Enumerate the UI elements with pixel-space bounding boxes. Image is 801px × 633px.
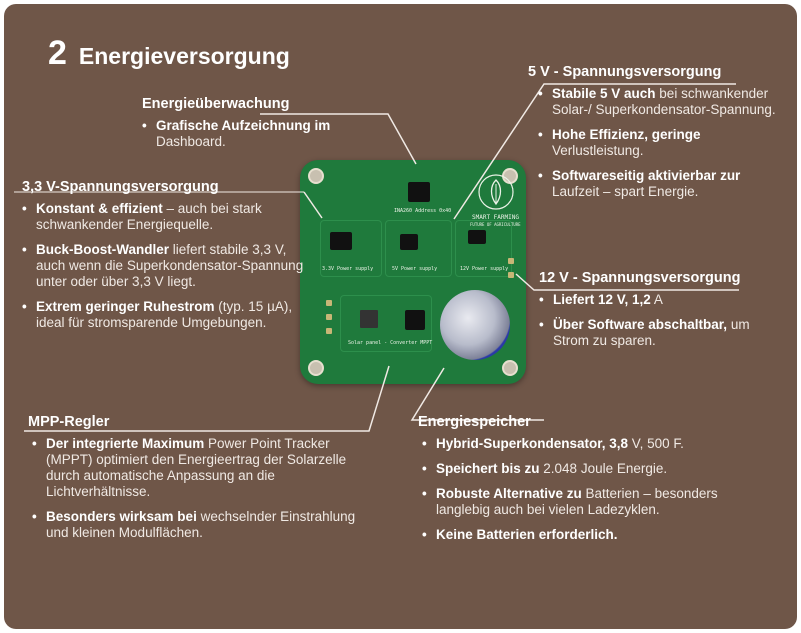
supply-33-label: 3.3V Power supply: [322, 266, 374, 272]
section-energieueberwachung: Energieüberwachung Grafische Aufzeichnun…: [142, 96, 382, 159]
section-heading: Energieüberwachung: [142, 96, 290, 112]
info-panel: 2 Energieversorgung INA260 Address 0x40 …: [4, 4, 797, 629]
list-item: Buck-Boost-Wandler liefert stabile 3,3 V…: [22, 242, 307, 290]
mount-hole: [502, 360, 518, 376]
section-heading: 12 V - Spannungsversorgung: [539, 270, 741, 286]
section-heading: Energiespeicher: [418, 414, 531, 430]
section-heading: 3,3 V-Spannungsversorgung: [22, 179, 219, 195]
list-item: Hohe Effizienz, geringe Verlustleistung.: [538, 127, 782, 159]
mount-hole: [308, 168, 324, 184]
ina-chip: [408, 182, 430, 202]
list-item: Extrem geringer Ruhestrom (typ. 15 µA), …: [22, 299, 307, 331]
supply-5-label: 5V Power supply: [392, 266, 438, 272]
pad: [508, 258, 514, 264]
section-heading: 5 V - Spannungsversorgung: [528, 64, 722, 80]
pcb-image: INA260 Address 0x40 3.3V Power supply 5V…: [300, 160, 526, 384]
list-item: Konstant & effizient – auch bei stark sc…: [22, 201, 307, 233]
regulator-5-chip: [400, 234, 418, 250]
regulator-12-chip: [468, 230, 486, 244]
pcb-trace: [320, 220, 382, 277]
brand-sub-label: FUTURE OF AGRICULTURE: [470, 222, 521, 227]
list-item: Robuste Alternative zu Batterien – beson…: [422, 486, 748, 518]
section-mpp: MPP-Regler Der integrierte Maximum Power…: [28, 414, 368, 550]
list-item: Grafische Aufzeichnung im Dashboard.: [142, 118, 382, 150]
ina-label: INA260 Address 0x40: [394, 208, 452, 214]
pcb-trace: [385, 220, 452, 277]
list-item: Stabile 5 V auch bei schwankender Solar-…: [538, 86, 782, 118]
list-item: Softwareseitig aktivierbar zur Laufzeit …: [538, 168, 782, 200]
supercapacitor: [440, 290, 510, 360]
mppt-label: Solar panel - Converter MPPT: [348, 340, 433, 346]
mppt-chip: [405, 310, 425, 330]
list-item: Keine Batterien erforderlich.: [422, 527, 748, 543]
smart-farming-logo: [478, 174, 514, 210]
list-item: Speichert bis zu 2.048 Joule Energie.: [422, 461, 748, 477]
pad: [326, 314, 332, 320]
section-title: Energieversorgung: [78, 43, 290, 69]
section-energiespeicher: Energiespeicher Hybrid-Superkondensator,…: [418, 414, 748, 552]
section-3v3: 3,3 V-Spannungsversorgung Konstant & eff…: [22, 179, 307, 340]
pad: [508, 272, 514, 278]
inductor: [360, 310, 378, 328]
pad: [326, 300, 332, 306]
list-item: Über Software abschaltbar, um Strom zu s…: [539, 317, 784, 349]
section-12v: 12 V - Spannungsversorgung Liefert 12 V,…: [539, 270, 784, 358]
section-number: 2: [48, 34, 67, 72]
pad: [326, 328, 332, 334]
section-5v: 5 V - Spannungsversorgung Stabile 5 V au…: [528, 64, 782, 209]
list-item: Hybrid-Superkondensator, 3,8 V, 500 F.: [422, 436, 748, 452]
section-heading: MPP-Regler: [28, 414, 110, 430]
supply-12-label: 12V Power supply: [460, 266, 509, 272]
regulator-33-chip: [330, 232, 352, 250]
leader-lines: [14, 83, 739, 432]
pcb-trace: [455, 220, 512, 277]
list-item: Liefert 12 V, 1,2 A: [539, 292, 784, 308]
pcb-trace: [340, 295, 432, 352]
list-item: Besonders wirksam bei wechselnder Einstr…: [32, 509, 368, 541]
list-item: Der integrierte Maximum Power Point Trac…: [32, 436, 368, 500]
page-title: 2 Energieversorgung: [48, 34, 290, 74]
brand-label: SMART FARMING: [472, 214, 519, 221]
mount-hole: [308, 360, 324, 376]
